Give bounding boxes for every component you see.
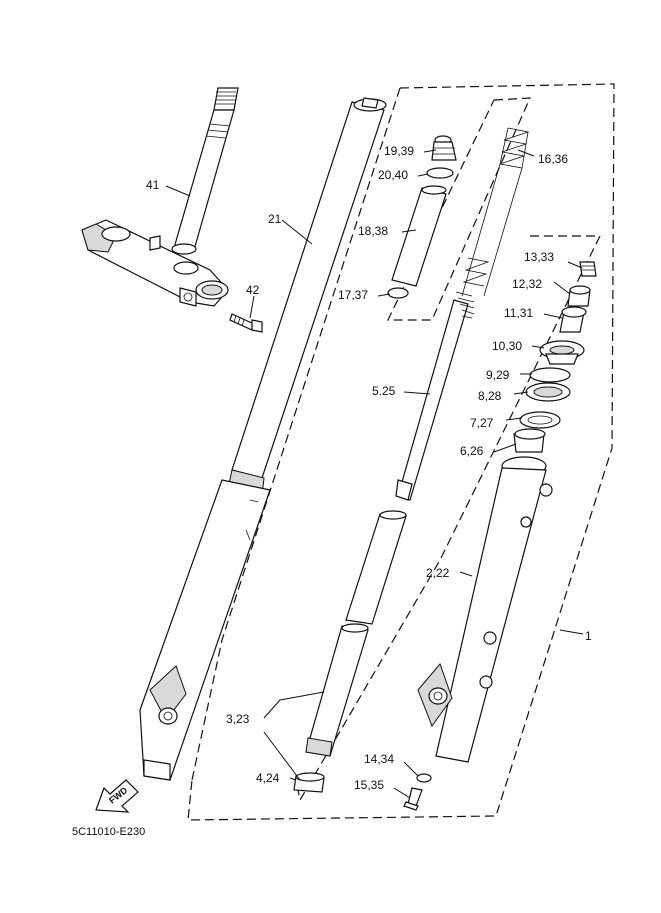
damper-rod-5-25	[395, 291, 475, 501]
slide-bush-upper	[345, 510, 407, 625]
o-ring-20-40	[426, 167, 454, 179]
label-20-40: 20,40	[378, 168, 408, 182]
oil-seal-8-28	[525, 382, 571, 402]
label-2-22: 2,22	[426, 566, 450, 580]
label-14-34: 14,34	[364, 752, 394, 766]
label-18-38: 18,38	[358, 224, 388, 238]
label-16-36: 16,36	[538, 152, 568, 166]
dust-seal-10-30	[539, 340, 585, 365]
label-42: 42	[246, 283, 260, 297]
inner-tube-21	[227, 97, 387, 497]
label-17-37: 17,37	[338, 288, 368, 302]
oil-lock-piece-4-24	[293, 772, 325, 793]
label-9-29: 9,29	[486, 368, 510, 382]
label-41: 41	[146, 178, 160, 192]
cap-bolt-19-39	[431, 135, 457, 161]
label-1: 1	[585, 629, 592, 643]
leader-lines	[165, 149, 584, 799]
bush-11-31	[559, 306, 587, 333]
inner-tube-lower-3-23	[305, 623, 369, 757]
outer-tube-left	[139, 479, 271, 781]
clip-9-29	[529, 367, 571, 383]
damper-group-outline	[387, 97, 531, 321]
label-6-26: 6,26	[460, 444, 484, 458]
under-bracket	[81, 219, 229, 307]
bush-12-32	[567, 285, 591, 307]
label-15-35: 15,35	[354, 778, 384, 792]
spacer-18-38	[391, 185, 447, 287]
pinch-bolt-42	[229, 313, 263, 333]
label-12-32: 12,32	[512, 277, 542, 291]
label-10-30: 10,30	[492, 339, 522, 353]
label-4-24: 4,24	[256, 771, 280, 785]
fork-spring-16-36	[461, 127, 530, 297]
label-8-28: 8,28	[478, 389, 502, 403]
label-3-23: 3,23	[226, 712, 250, 726]
washer-7-27	[519, 411, 561, 429]
fwd-arrow-icon: FWD	[95, 779, 139, 813]
bush-6-26	[513, 428, 546, 453]
gasket-14-34	[416, 773, 432, 783]
steering-stem-41	[171, 87, 239, 255]
label-5-25: 5.25	[372, 384, 396, 398]
label-21: 21	[268, 212, 282, 226]
label-13-33: 13,33	[524, 250, 554, 264]
washer-17-37	[387, 287, 409, 299]
part-labels: 41 42 21 19,39 20,40 18,38 17,37 16,36 1…	[146, 144, 592, 792]
diagram-code: 5C11010-E230	[72, 826, 145, 838]
label-7-27: 7,27	[470, 416, 494, 430]
label-19-39: 19,39	[384, 144, 414, 158]
bolt-13-33	[579, 261, 597, 277]
outer-tube-2-22	[417, 456, 553, 763]
spring-group-outline	[295, 235, 601, 802]
assembly-outline-1	[187, 83, 615, 821]
label-11-31: 11,31	[504, 306, 533, 320]
bolt-15-35	[403, 787, 423, 811]
